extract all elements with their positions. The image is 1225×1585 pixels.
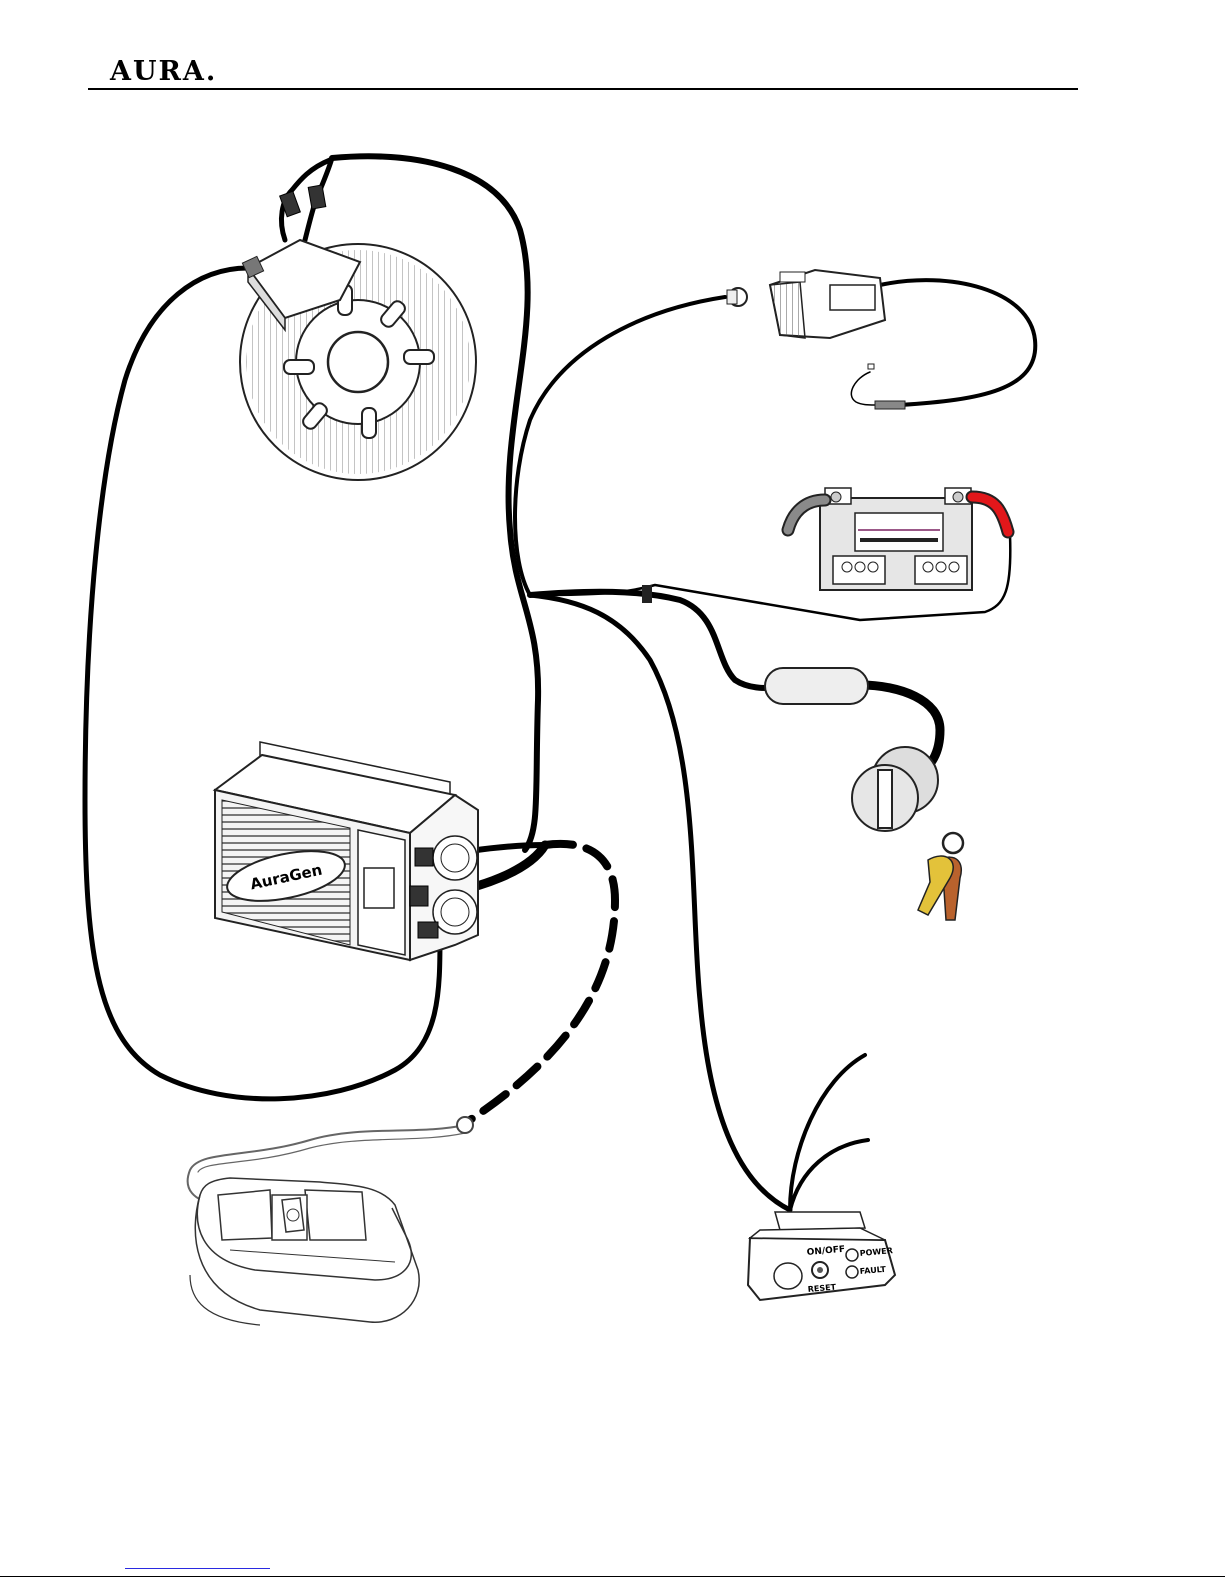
footer-divider bbox=[0, 1576, 1225, 1577]
generator-icon bbox=[240, 240, 476, 480]
probe-tail bbox=[851, 372, 875, 405]
outlet-box-icon bbox=[190, 1117, 473, 1325]
probe-loop-cable bbox=[880, 280, 1035, 405]
control-panel-icon: ON/OFF POWER FAULT RESET bbox=[748, 1212, 895, 1300]
inverter-icon: AuraGen bbox=[215, 742, 478, 960]
sensor-connector-icon bbox=[727, 270, 905, 409]
control-panel-lead-b bbox=[790, 1140, 868, 1210]
harness-clamp-c bbox=[642, 585, 652, 603]
battery-icon bbox=[788, 488, 1008, 590]
cables bbox=[85, 156, 1035, 1210]
footer-link-underline[interactable] bbox=[125, 1568, 270, 1569]
keys-icon bbox=[918, 833, 963, 920]
control-panel-lead-a bbox=[790, 1055, 865, 1210]
sensor-harness bbox=[515, 297, 725, 595]
